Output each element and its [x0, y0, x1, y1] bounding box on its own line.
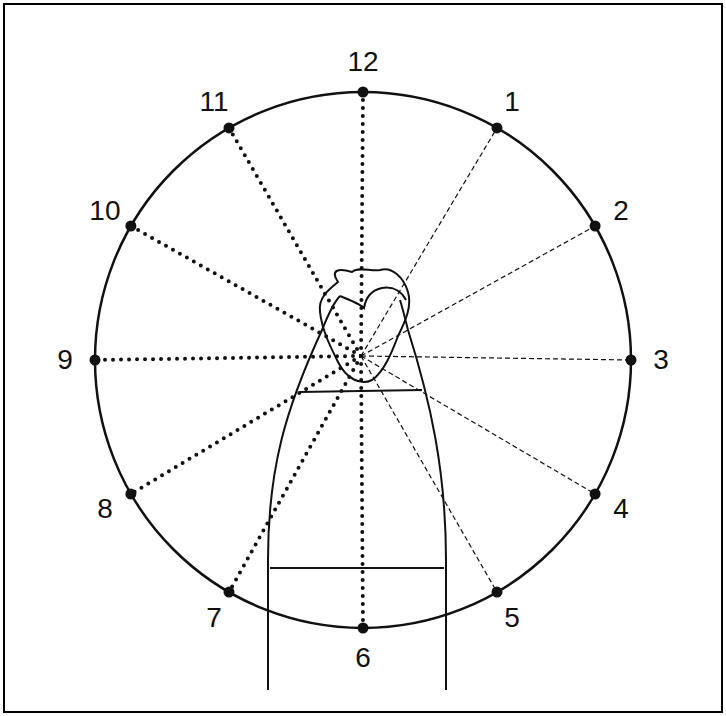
clock-number: 4	[613, 495, 629, 523]
hour-dot	[626, 355, 637, 366]
clock-number: 10	[89, 197, 120, 225]
direction-lines	[95, 92, 631, 628]
nail-base	[300, 390, 422, 392]
hour-dot	[224, 587, 235, 598]
dashed-line	[361, 128, 497, 356]
hour-dot	[224, 122, 235, 133]
nail-tip	[340, 288, 406, 308]
dotted-line	[361, 356, 363, 628]
clock-number: 5	[504, 604, 520, 632]
dotted-line	[95, 356, 361, 360]
clock-number: 12	[347, 48, 378, 76]
fingernail	[320, 269, 410, 382]
finger-left-edge	[268, 296, 340, 690]
hour-dot	[492, 587, 503, 598]
hour-dot	[590, 221, 601, 232]
dashed-line	[361, 356, 631, 360]
frame	[4, 4, 722, 712]
clock-number: 8	[97, 495, 113, 523]
hour-dots	[90, 87, 637, 634]
dotted-line	[229, 128, 361, 356]
hour-dot	[90, 355, 101, 366]
hour-dot	[125, 221, 136, 232]
clock-number: 1	[504, 88, 520, 116]
hour-dot	[590, 489, 601, 500]
clock-number: 9	[57, 346, 73, 374]
dotted-line	[361, 92, 363, 356]
hour-dot	[358, 623, 369, 634]
hour-dot	[125, 489, 136, 500]
clock-number: 2	[613, 197, 629, 225]
clock-circle	[95, 92, 631, 628]
hour-dot	[492, 122, 503, 133]
clock-number: 7	[206, 604, 222, 632]
finger-right-edge	[400, 300, 446, 690]
hour-dot	[358, 87, 369, 98]
finger-outline	[268, 269, 446, 690]
clock-number: 6	[355, 644, 371, 672]
clock-number: 3	[653, 346, 669, 374]
dashed-line	[361, 226, 595, 356]
clock-number: 11	[199, 88, 228, 116]
dotted-line	[131, 356, 361, 494]
dashed-line	[361, 356, 595, 494]
finger-crease	[270, 567, 444, 569]
